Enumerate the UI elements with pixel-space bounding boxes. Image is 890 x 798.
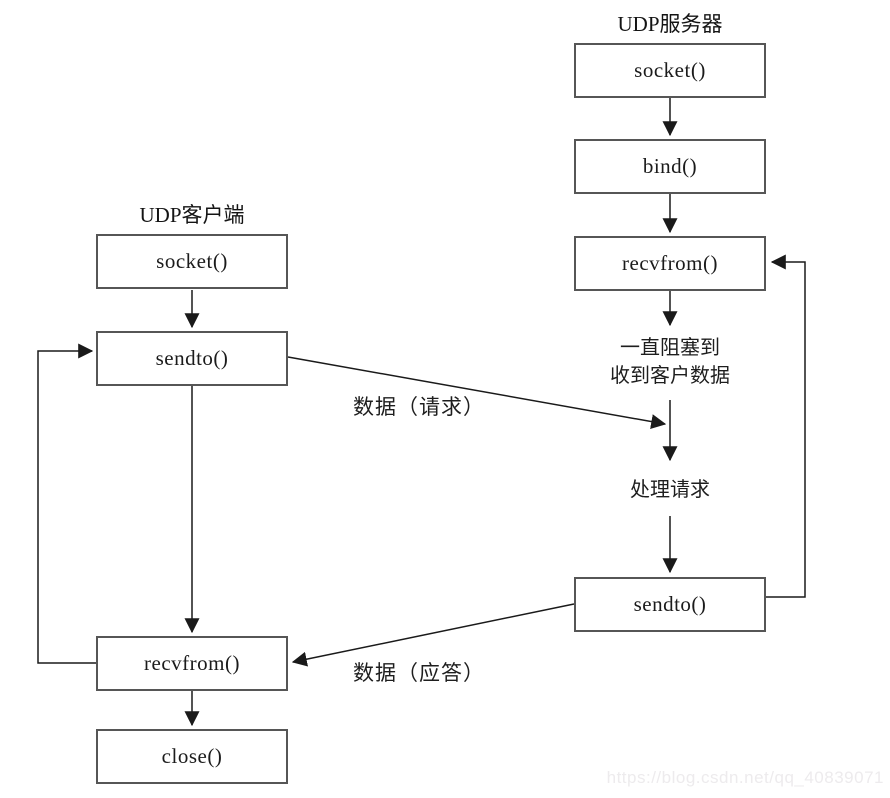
server-block-annotation-line2: 收到客户数据 bbox=[610, 365, 730, 387]
client-column-title: UDP客户端 bbox=[139, 203, 245, 227]
server-sendto-node: sendto() bbox=[574, 577, 766, 632]
response-edge-label: 数据（应答） bbox=[353, 661, 485, 685]
server-recvfrom-node: recvfrom() bbox=[574, 236, 766, 291]
csdn-watermark: https://blog.csdn.net/qq_40839071 bbox=[606, 768, 884, 787]
server-block-annotation-line1: 一直阻塞到 bbox=[620, 337, 720, 359]
client-socket-node: socket() bbox=[96, 234, 288, 289]
client-recvfrom-node: recvfrom() bbox=[96, 636, 288, 691]
server-column-title: UDP服务器 bbox=[617, 12, 723, 36]
client-sendto-node: sendto() bbox=[96, 331, 288, 386]
server-process-request-label: 处理请求 bbox=[630, 479, 710, 501]
server-socket-node: socket() bbox=[574, 43, 766, 98]
client-close-node: close() bbox=[96, 729, 288, 784]
server-block-annotation: 一直阻塞到 收到客户数据 bbox=[574, 334, 766, 390]
request-edge-label: 数据（请求） bbox=[353, 395, 485, 419]
server-bind-node: bind() bbox=[574, 139, 766, 194]
